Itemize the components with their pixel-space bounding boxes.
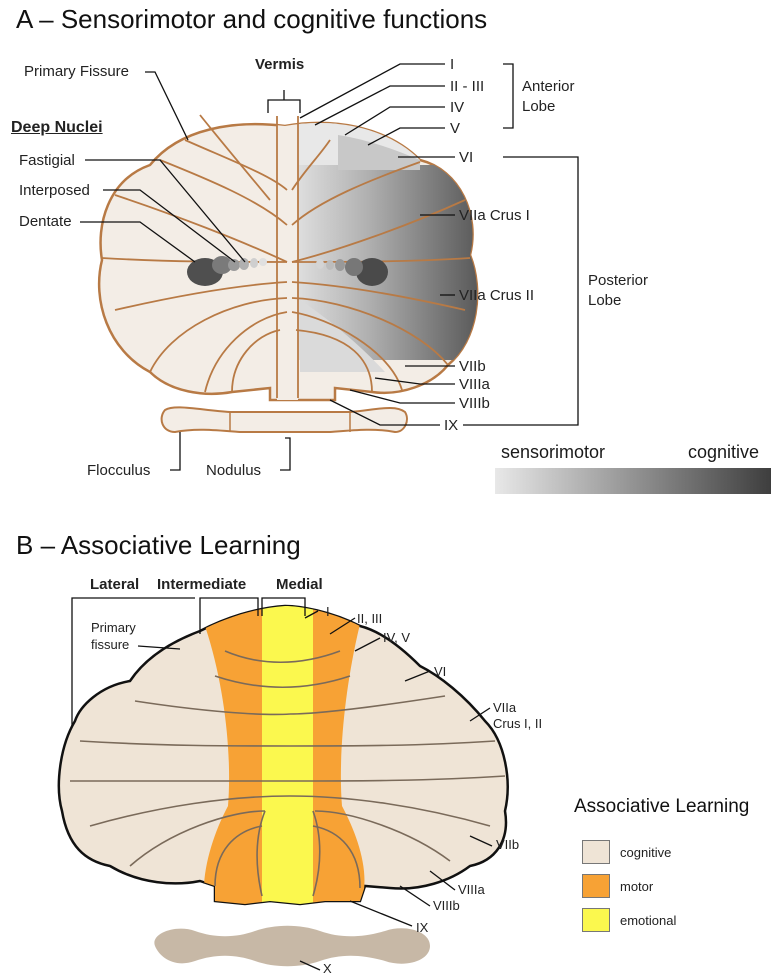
lobule-viia-crus1-label: VIIa Crus I bbox=[459, 207, 530, 224]
legend-swatch-motor bbox=[582, 874, 610, 898]
anterior-lobe-label-2: Lobe bbox=[522, 98, 555, 115]
lobule-viib-b-label: VIIb bbox=[496, 837, 519, 852]
lobule-viia-b-label-2: Crus I, II bbox=[493, 716, 542, 731]
anterior-lobe-label: Anterior bbox=[522, 78, 575, 95]
nodulus-label: Nodulus bbox=[206, 462, 261, 479]
lobule-viiib-label: VIIIb bbox=[459, 395, 490, 412]
sensorimotor-cognitive-scale bbox=[495, 468, 771, 494]
lobule-viiib-b-label: VIIIb bbox=[433, 898, 460, 913]
lobule-viiia-label: VIIIa bbox=[459, 376, 490, 393]
legend-label-motor: motor bbox=[620, 879, 653, 894]
primary-fissure-b-label-2: fissure bbox=[91, 637, 129, 652]
lobule-viiia-b-label: VIIIa bbox=[458, 882, 485, 897]
lobule-viia-b-label: VIIa bbox=[493, 700, 516, 715]
interposed-label: Interposed bbox=[19, 182, 90, 199]
legend-label-cognitive: cognitive bbox=[620, 845, 671, 860]
dentate-label: Dentate bbox=[19, 213, 72, 230]
fastigial-label: Fastigial bbox=[19, 152, 75, 169]
posterior-lobe-label: Posterior bbox=[588, 272, 648, 289]
legend-swatch-emotional bbox=[582, 908, 610, 932]
primary-fissure-label: Primary Fissure bbox=[24, 63, 129, 80]
lobule-iv-v-b-label: IV, V bbox=[383, 630, 410, 645]
scale-high-label: cognitive bbox=[688, 442, 759, 463]
lobule-vi-label: VI bbox=[459, 149, 473, 166]
legend-swatch-cognitive bbox=[582, 840, 610, 864]
posterior-lobe-label-2: Lobe bbox=[588, 292, 621, 309]
lobule-x-b-label: X bbox=[323, 961, 332, 976]
lobule-v-label: V bbox=[450, 120, 460, 137]
deep-nuclei-heading: Deep Nuclei bbox=[11, 119, 103, 137]
lobule-ii-iii-b-label: II, III bbox=[357, 611, 382, 626]
lobule-viib-label: VIIb bbox=[459, 358, 486, 375]
scale-low-label: sensorimotor bbox=[501, 442, 605, 463]
primary-fissure-b-label: Primary bbox=[91, 620, 136, 635]
lobule-ix-b-label: IX bbox=[416, 920, 428, 935]
vermis-label: Vermis bbox=[255, 56, 304, 73]
lobule-i-b-label: I bbox=[326, 604, 330, 619]
flocculus-nodulus-bar-b bbox=[154, 926, 430, 967]
lobule-vi-b-label: VI bbox=[434, 664, 446, 679]
legend-title: Associative Learning bbox=[574, 796, 749, 818]
flocculus-label: Flocculus bbox=[87, 462, 150, 479]
lobule-iv-label: IV bbox=[450, 99, 464, 116]
legend-label-emotional: emotional bbox=[620, 913, 676, 928]
lobule-i-label: I bbox=[450, 56, 454, 73]
lobule-ix-label: IX bbox=[444, 417, 458, 434]
lobule-viia-crus2-label: VIIa Crus II bbox=[459, 287, 534, 304]
medial-label: Medial bbox=[276, 576, 323, 593]
intermediate-label: Intermediate bbox=[157, 576, 246, 593]
lateral-label: Lateral bbox=[90, 576, 139, 593]
lobule-ii-iii-label: II - III bbox=[450, 78, 484, 95]
